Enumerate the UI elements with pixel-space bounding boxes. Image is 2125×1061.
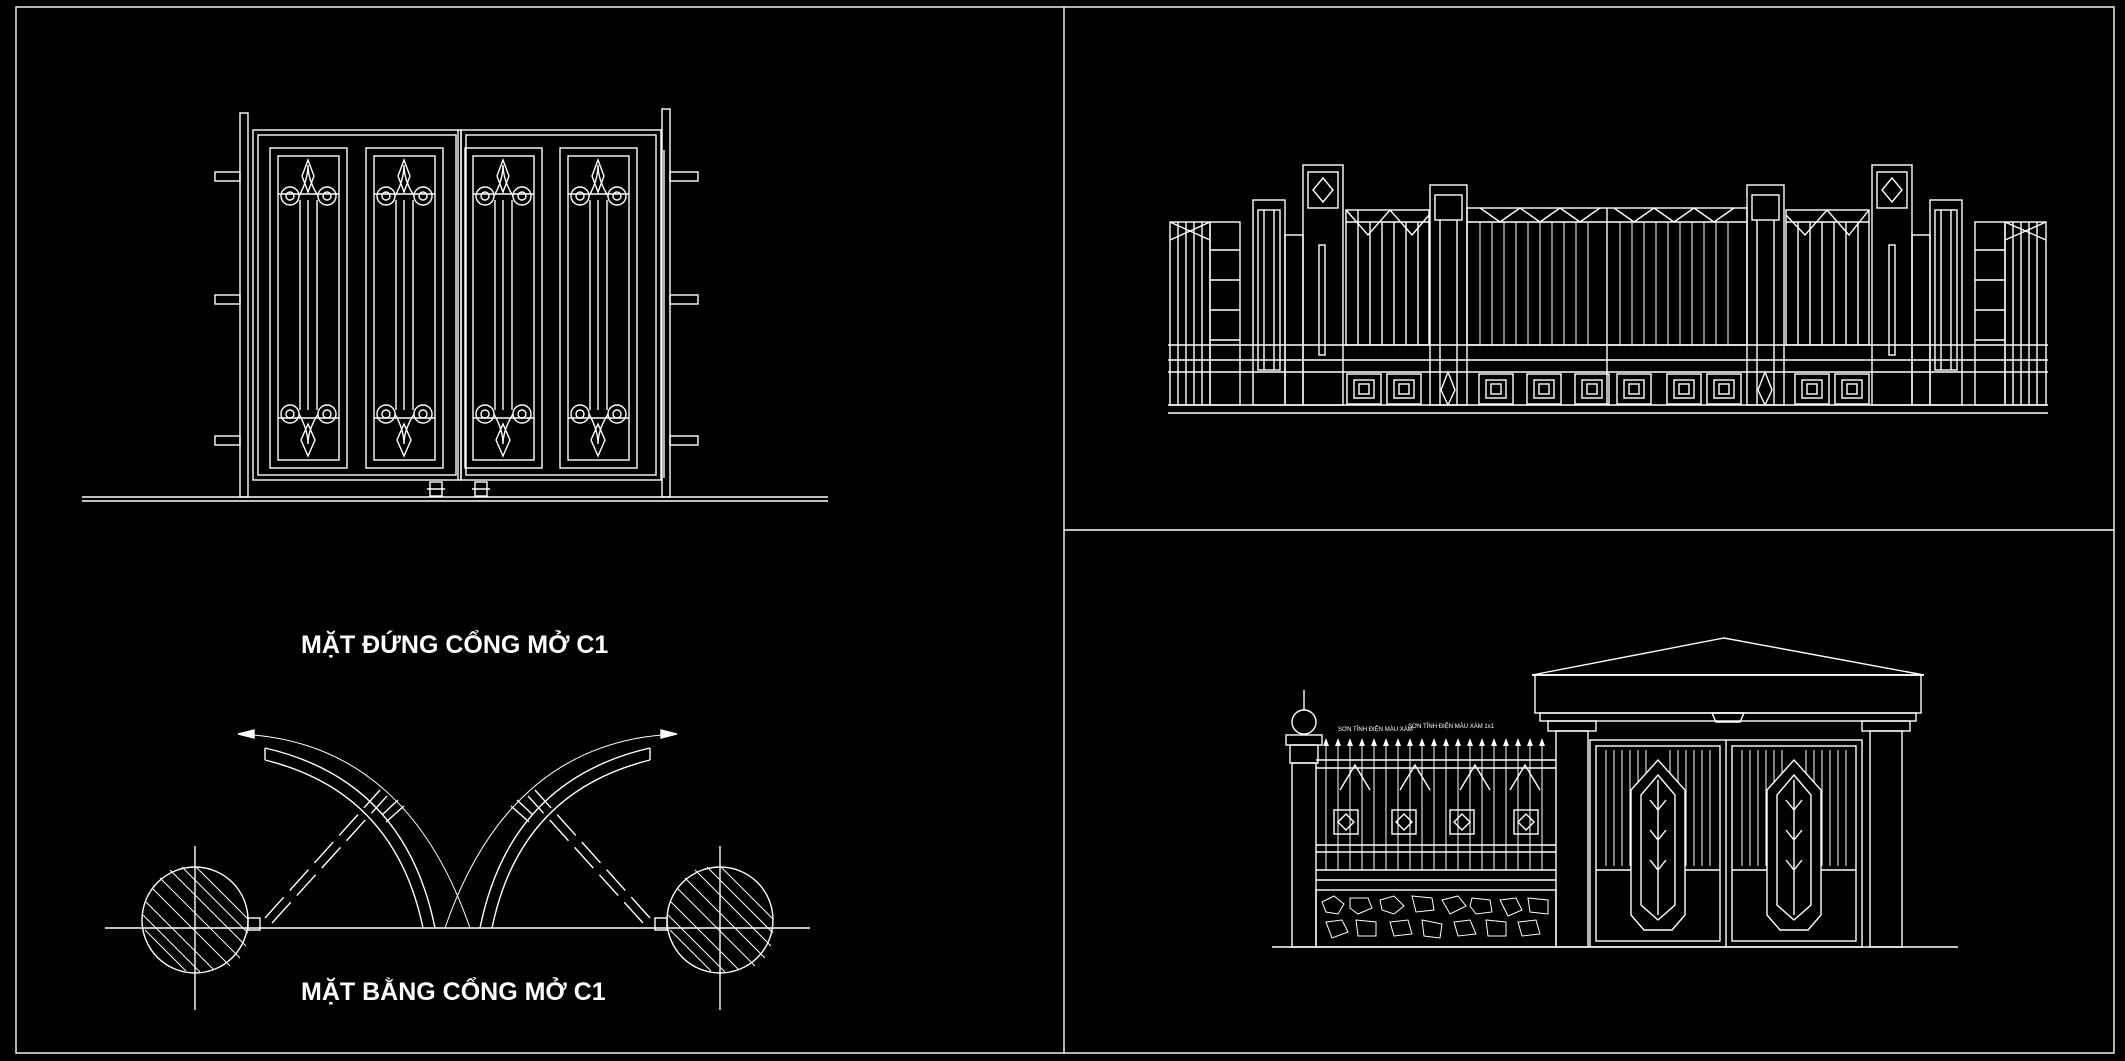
- fence-elevation-drawing: [1168, 164, 2048, 414]
- gate-elevation-drawing: [82, 108, 828, 502]
- gate-house-note-1: SƠN TĨNH ĐIỆN MÀU XÁM: [1338, 727, 1413, 733]
- gate-elevation-title: MẶT ĐỨNG CỔNG MỞ C1: [301, 631, 609, 659]
- gate-house-note-2: SƠN TĨNH ĐIỆN MÀU XÁM 1x1: [1408, 724, 1495, 730]
- gate-plan-title: MẶT BẰNG CỔNG MỞ C1: [301, 978, 606, 1006]
- gate-house-drawing: [1272, 637, 1958, 948]
- gate-plan-drawing: [105, 729, 810, 1010]
- drawing-frame: [15, 6, 2115, 1054]
